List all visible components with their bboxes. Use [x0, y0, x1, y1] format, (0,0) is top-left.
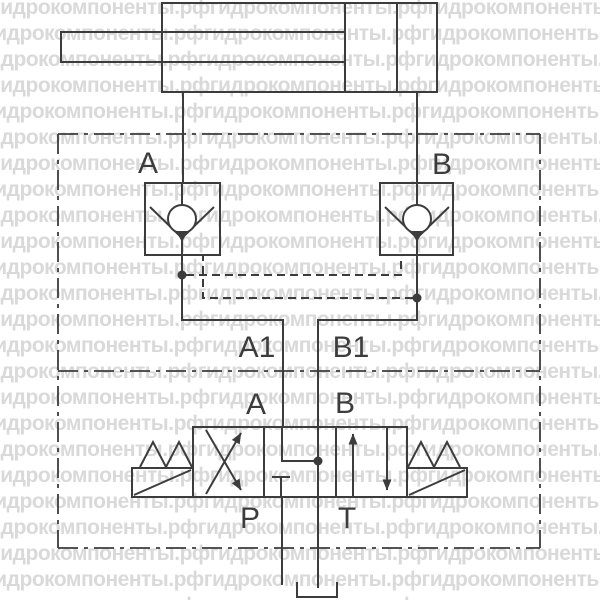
spring-left — [139, 439, 193, 470]
junction-dot-a — [177, 270, 187, 280]
label-cyl-port-a: A — [138, 147, 158, 180]
label-valve-port-b: B — [335, 387, 355, 420]
tank-symbol — [296, 582, 338, 598]
valve-position-center — [272, 427, 323, 497]
center-a-elbow — [281, 427, 316, 462]
pilot-line-a-opens-b — [186, 254, 402, 276]
check-valve-b-ball — [402, 204, 432, 234]
hydraulic-cylinder — [60, 2, 438, 183]
solenoid-left-diagonal — [133, 469, 192, 496]
crossed-arrow-down — [205, 429, 242, 491]
pilot-line-b-opens-a — [202, 254, 413, 299]
cylinder-barrel — [161, 2, 438, 93]
connector-a1 — [181, 318, 284, 427]
valve-position-right-parallel — [348, 427, 392, 497]
label-cyl-port-b: B — [432, 148, 452, 181]
lock-to-valve-connectors — [181, 318, 418, 427]
crossed-arrow-up — [205, 432, 242, 495]
solenoid-right-box — [406, 467, 468, 498]
label-lock-port-a1: A1 — [239, 331, 276, 364]
pilot-check-valve-b — [379, 182, 454, 320]
check-valve-a-seat-tip — [176, 231, 188, 242]
check-valve-b-seat-tip — [411, 231, 423, 242]
pilot-check-valve-a — [144, 182, 221, 320]
connector-b1 — [317, 318, 418, 427]
label-valve-port-a: A — [246, 388, 266, 421]
junction-dot-b — [412, 293, 422, 303]
label-valve-port-t: T — [338, 502, 356, 535]
center-junction-dot — [313, 456, 323, 466]
label-valve-port-p: P — [240, 502, 260, 535]
supply-return-lines — [281, 497, 338, 598]
enclosure-boundary — [57, 133, 541, 549]
solenoid-left-box — [131, 467, 194, 498]
label-lock-port-b1: B1 — [333, 331, 370, 364]
solenoid-right-diagonal — [408, 469, 466, 496]
valve-position-left-crossed — [205, 429, 242, 495]
piston-rod — [60, 31, 346, 63]
directional-valve — [131, 426, 468, 498]
spring-right — [407, 439, 461, 470]
valve-body — [192, 426, 408, 498]
cross-pilot-lines — [186, 254, 413, 299]
check-valve-a-ball — [167, 204, 197, 234]
labels: A B A1 B1 A B P T — [138, 147, 452, 535]
